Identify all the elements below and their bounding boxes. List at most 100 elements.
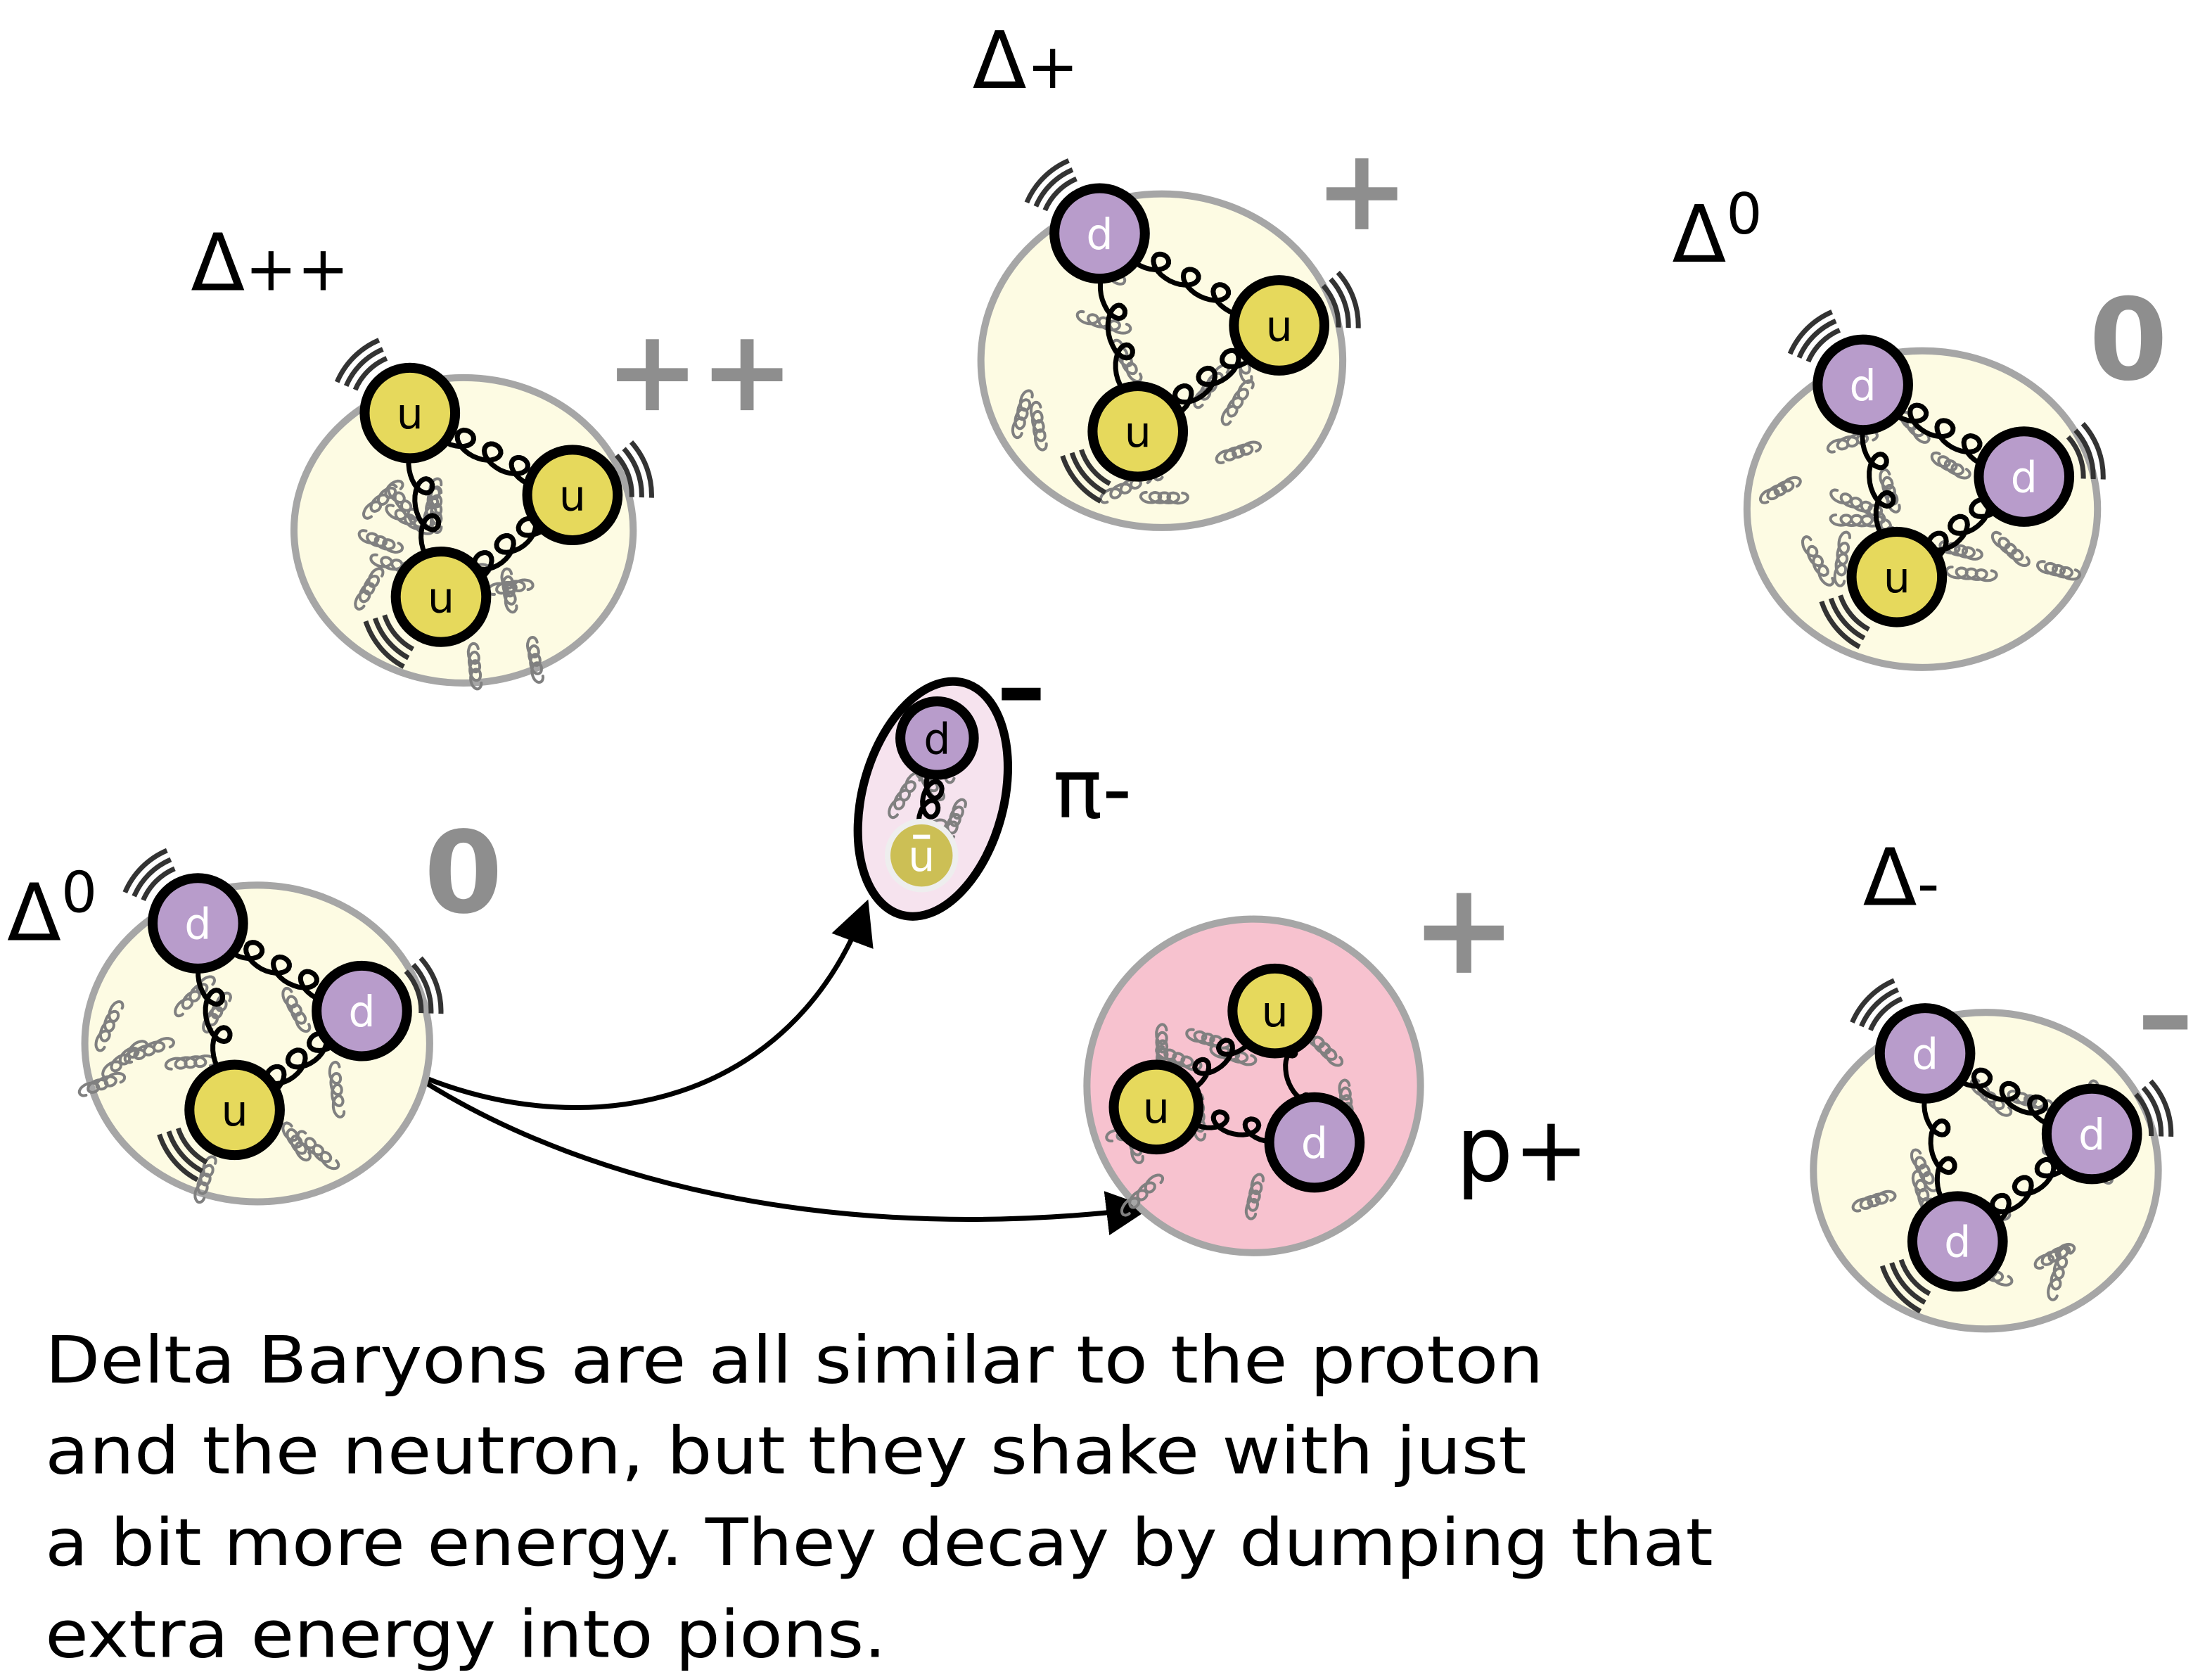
background-gluon bbox=[888, 771, 922, 820]
quark-circle bbox=[522, 445, 623, 546]
quark-circle bbox=[148, 873, 248, 974]
background-gluon bbox=[1185, 1028, 1232, 1050]
quark-circle bbox=[1874, 1003, 1976, 1104]
shake-mark-icon bbox=[1819, 600, 1861, 649]
quark-label: u bbox=[1266, 302, 1293, 352]
pion-charge-label: – bbox=[997, 630, 1046, 745]
quark-d: d bbox=[1813, 334, 1913, 435]
quark-circle bbox=[1264, 1092, 1365, 1193]
shake-mark-icon bbox=[411, 962, 434, 1014]
background-gluon bbox=[1826, 429, 1879, 454]
shake-mark-icon bbox=[352, 356, 388, 391]
quark-d: d bbox=[1874, 1003, 1976, 1104]
quark-d: d bbox=[148, 873, 248, 974]
quark-u-bar: u bbox=[884, 818, 959, 893]
quark-circle bbox=[184, 1059, 285, 1161]
quark-circle bbox=[1846, 526, 1948, 627]
background-gluon bbox=[1155, 1045, 1203, 1071]
quark-circle bbox=[1974, 426, 2075, 527]
quark-label: u bbox=[428, 573, 454, 623]
quark-label: u bbox=[908, 832, 935, 881]
shake-mark-icon bbox=[363, 620, 405, 669]
charge-label: + bbox=[1411, 855, 1518, 1003]
particle-name-suffix: - bbox=[1917, 847, 1940, 919]
background-gluon bbox=[362, 479, 404, 520]
background-gluon bbox=[1758, 476, 1802, 504]
background-gluon bbox=[1120, 1173, 1165, 1217]
background-gluon bbox=[1220, 379, 1255, 426]
background-gluon bbox=[1938, 540, 1983, 561]
shake-mark-icon bbox=[614, 453, 634, 497]
quark-label: u bbox=[1884, 554, 1910, 603]
quark-circle bbox=[1907, 1191, 2008, 1292]
background-gluon bbox=[1945, 566, 1998, 582]
shake-mark-icon bbox=[629, 440, 654, 498]
shake-mark-icon bbox=[1850, 978, 1895, 1024]
shake-mark-icon bbox=[1828, 597, 1866, 641]
shake-mark-icon bbox=[157, 1133, 199, 1182]
shake-mark-icon bbox=[2141, 1085, 2164, 1137]
background-gluon bbox=[1833, 530, 1851, 587]
shake-mark-icon bbox=[141, 866, 176, 902]
quark-d: d bbox=[1974, 426, 2075, 527]
decay-arrows bbox=[423, 899, 1151, 1235]
shake-mark-icon bbox=[1879, 1265, 1922, 1314]
shake-mark-icon bbox=[2080, 421, 2106, 480]
delta-symbol: Δ bbox=[1863, 831, 1917, 924]
background-gluon bbox=[174, 975, 217, 1018]
delta-symbol: Δ bbox=[973, 15, 1027, 107]
background-gluon bbox=[357, 529, 404, 554]
charge-label: – bbox=[2137, 948, 2193, 1080]
background-gluon bbox=[1911, 1170, 1936, 1220]
quark-label: u bbox=[1262, 988, 1289, 1037]
charge-label: 0 bbox=[424, 807, 503, 938]
background-gluon bbox=[1829, 488, 1884, 517]
shake-mark-icon bbox=[1069, 452, 1107, 495]
quark-label: d bbox=[1912, 1030, 1938, 1079]
quark-label: d bbox=[348, 988, 375, 1037]
shake-mark-icon bbox=[1033, 167, 1074, 208]
quark-label: u bbox=[397, 390, 423, 439]
quark-d: d bbox=[2041, 1083, 2142, 1185]
background-gluon bbox=[164, 1054, 217, 1071]
quark-u: u bbox=[359, 362, 461, 464]
shake-mark-icon bbox=[1898, 1258, 1931, 1296]
background-gluon bbox=[1969, 1078, 2013, 1117]
quark-circle bbox=[1227, 963, 1322, 1059]
shake-mark-icon bbox=[2149, 1079, 2174, 1137]
shake-mark-icon bbox=[382, 614, 415, 651]
quark-u: u bbox=[184, 1059, 285, 1161]
background-gluon bbox=[193, 1155, 217, 1204]
background-gluon bbox=[354, 567, 385, 611]
shake-mark-icon bbox=[1787, 310, 1834, 355]
quark-label: d bbox=[2011, 454, 2038, 503]
shake-mark-icon bbox=[166, 1130, 204, 1173]
background-gluon bbox=[1930, 451, 1971, 480]
quark-d: d bbox=[1907, 1191, 2008, 1292]
background-gluon bbox=[385, 504, 435, 535]
background-gluon bbox=[77, 1071, 127, 1097]
quark-d: d bbox=[1049, 183, 1150, 284]
quark-circle bbox=[359, 362, 461, 464]
background-gluon bbox=[1139, 490, 1189, 505]
baryon-body bbox=[977, 190, 1347, 531]
caption-line-3: a bit more energy. They decay by dumping… bbox=[45, 1505, 1713, 1581]
background-gluon bbox=[202, 991, 233, 1034]
quark-label: d bbox=[1849, 362, 1876, 411]
quark-label: d bbox=[1944, 1218, 1971, 1268]
shake-mark-icon bbox=[1796, 319, 1837, 359]
delta-symbol: Δ bbox=[7, 867, 61, 959]
caption-line-4: extra energy into pions. bbox=[45, 1597, 886, 1673]
quark-label: d bbox=[2078, 1111, 2105, 1160]
pion: duπ-– bbox=[853, 630, 1132, 921]
background-gluon bbox=[1879, 468, 1901, 514]
pion-label: π- bbox=[1053, 742, 1132, 837]
quark-circle bbox=[1108, 1059, 1204, 1155]
quark-circle bbox=[1049, 183, 1150, 284]
decay-arrow-to-pion bbox=[423, 899, 874, 1111]
background-gluon bbox=[1075, 310, 1132, 335]
